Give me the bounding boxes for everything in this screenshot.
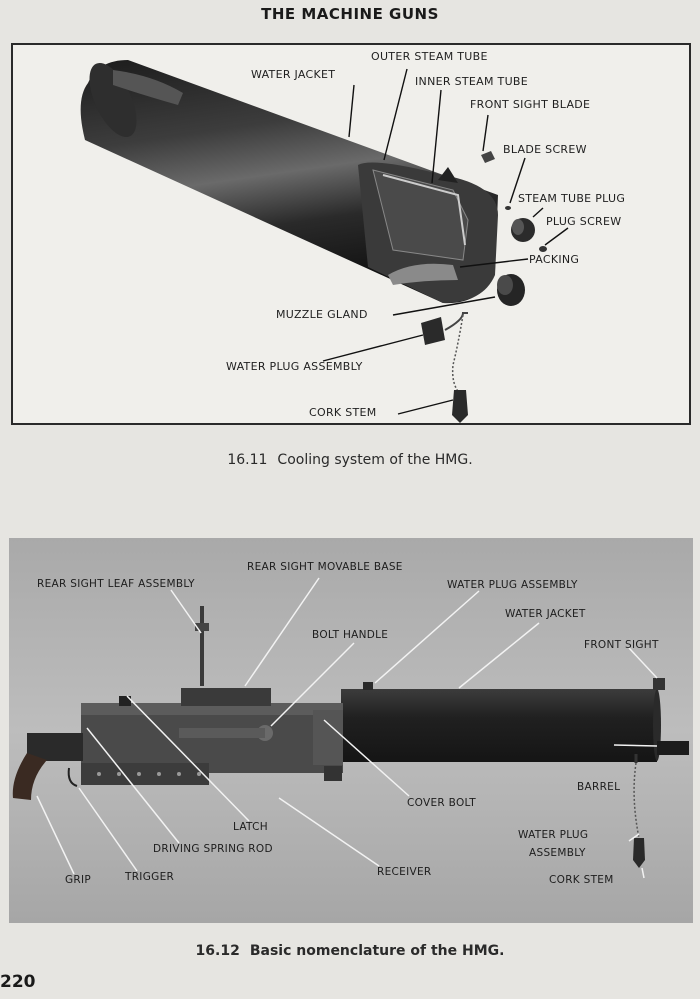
label-bolt-handle: BOLT HANDLE bbox=[312, 629, 389, 641]
label-latch: LATCH bbox=[233, 821, 268, 833]
figure-hmg-nomenclature: REAR SIGHT MOVABLE BASE REAR SIGHT LEAF … bbox=[9, 538, 693, 923]
label-cork-stem: CORK STEM bbox=[549, 874, 614, 886]
water-plug-part bbox=[421, 317, 445, 345]
label-inner-steam-tube: INNER STEAM TUBE bbox=[415, 75, 529, 88]
label-water-plug-assembly-top: WATER PLUG ASSEMBLY bbox=[447, 579, 578, 591]
label-cover-bolt: COVER BOLT bbox=[407, 797, 476, 809]
label-front-sight: FRONT SIGHT bbox=[584, 639, 659, 651]
label-rear-sight-leaf-assembly: REAR SIGHT LEAF ASSEMBLY bbox=[37, 578, 195, 590]
front-sight-blade-part bbox=[481, 151, 495, 163]
label-outer-steam-tube: OUTER STEAM TUBE bbox=[371, 50, 488, 63]
page-number: 220 bbox=[0, 972, 36, 992]
label-plug-screw: PLUG SCREW bbox=[546, 215, 622, 228]
label-front-sight-blade: FRONT SIGHT BLADE bbox=[470, 98, 591, 111]
cork-stem-part bbox=[452, 390, 468, 423]
caption-text: Cooling system of the HMG. bbox=[277, 452, 473, 468]
figure-caption-16-11: 16.11 Cooling system of the HMG. bbox=[0, 452, 700, 468]
figure-caption-16-12: 16.12 Basic nomenclature of the HMG. bbox=[0, 943, 700, 959]
rear-sight-leaf bbox=[200, 606, 204, 686]
caption-number: 16.12 bbox=[195, 943, 240, 959]
running-header: THE MACHINE GUNS bbox=[261, 5, 439, 23]
label-water-jacket: WATER JACKET bbox=[251, 68, 336, 81]
label-water-plug: WATER PLUG bbox=[518, 829, 589, 841]
label-packing: PACKING bbox=[529, 253, 580, 266]
label-driving-spring-rod: DRIVING SPRING ROD bbox=[153, 843, 273, 855]
label-muzzle-gland: MUZZLE GLAND bbox=[276, 308, 368, 321]
leader-lines bbox=[36, 577, 658, 879]
label-grip: GRIP bbox=[65, 874, 92, 886]
cork-stem-part bbox=[633, 838, 645, 868]
label-receiver: RECEIVER bbox=[377, 866, 432, 878]
label-assembly: ASSEMBLY bbox=[529, 847, 586, 859]
label-cork-stem: CORK STEM bbox=[309, 406, 377, 419]
cooling-system-illustration bbox=[80, 60, 569, 423]
caption-text: Basic nomenclature of the HMG. bbox=[249, 943, 505, 959]
figure-cooling-system: OUTER STEAM TUBE WATER JACKET INNER STEA… bbox=[11, 43, 691, 425]
leader-lines bbox=[322, 68, 569, 415]
grip-shape bbox=[12, 753, 47, 800]
label-water-jacket: WATER JACKET bbox=[505, 608, 586, 620]
label-trigger: TRIGGER bbox=[125, 871, 175, 883]
label-water-plug-assembly: WATER PLUG ASSEMBLY bbox=[226, 360, 363, 373]
caption-number: 16.11 bbox=[227, 452, 268, 468]
hmg-photo bbox=[9, 538, 693, 923]
label-barrel: BARREL bbox=[577, 781, 621, 793]
label-rear-sight-movable-base: REAR SIGHT MOVABLE BASE bbox=[247, 561, 403, 573]
label-steam-tube-plug: STEAM TUBE PLUG bbox=[518, 192, 626, 205]
water-jacket-shape bbox=[341, 689, 657, 762]
label-blade-screw: BLADE SCREW bbox=[503, 143, 587, 156]
